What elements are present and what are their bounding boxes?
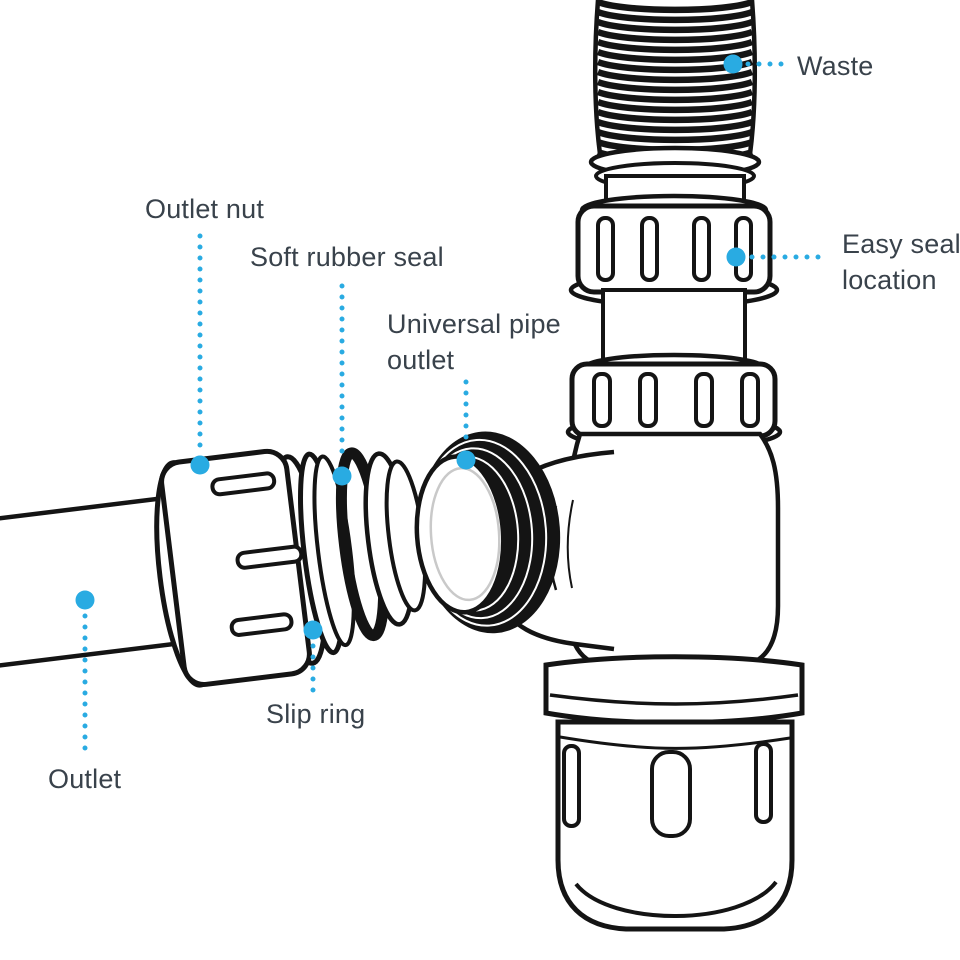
easy-seal-nut bbox=[568, 193, 780, 309]
leader-lines bbox=[82, 61, 832, 752]
label-soft-rubber-seal: Soft rubber seal bbox=[250, 242, 444, 272]
label-slip-ring: Slip ring bbox=[266, 699, 366, 729]
outlet-assembly bbox=[0, 447, 428, 688]
waste-pipe-left-edge bbox=[592, 0, 603, 155]
cup-grip-rib bbox=[562, 744, 581, 828]
waste-pipe-right-edge bbox=[747, 0, 758, 155]
universal-pipe-outlet-thread bbox=[414, 431, 561, 634]
outlet-anchor-dot bbox=[75, 590, 95, 610]
union-ring bbox=[543, 654, 805, 726]
label-universal-pipe-outlet: Universal pipe outlet bbox=[387, 309, 561, 375]
outlet-nut-anchor-dot bbox=[190, 455, 210, 475]
leader-dots bbox=[75, 54, 746, 640]
bottle-cup bbox=[555, 719, 795, 932]
label-easy-seal-location: Easy seal location bbox=[842, 229, 960, 295]
universal-pipe-outlet-anchor-dot bbox=[456, 450, 476, 470]
soft-rubber-seal-anchor-dot bbox=[332, 466, 352, 486]
easy-seal-anchor-dot bbox=[726, 247, 746, 267]
slip-ring-anchor-dot bbox=[303, 620, 323, 640]
waste-anchor-dot bbox=[723, 54, 743, 74]
label-waste: Waste bbox=[797, 51, 874, 81]
waste-flexible-pipe bbox=[592, 0, 758, 164]
label-outlet-nut: Outlet nut bbox=[145, 194, 265, 224]
cup-grip-rib bbox=[650, 750, 692, 838]
cup-grip-rib bbox=[754, 742, 773, 824]
label-outlet: Outlet bbox=[48, 764, 122, 794]
